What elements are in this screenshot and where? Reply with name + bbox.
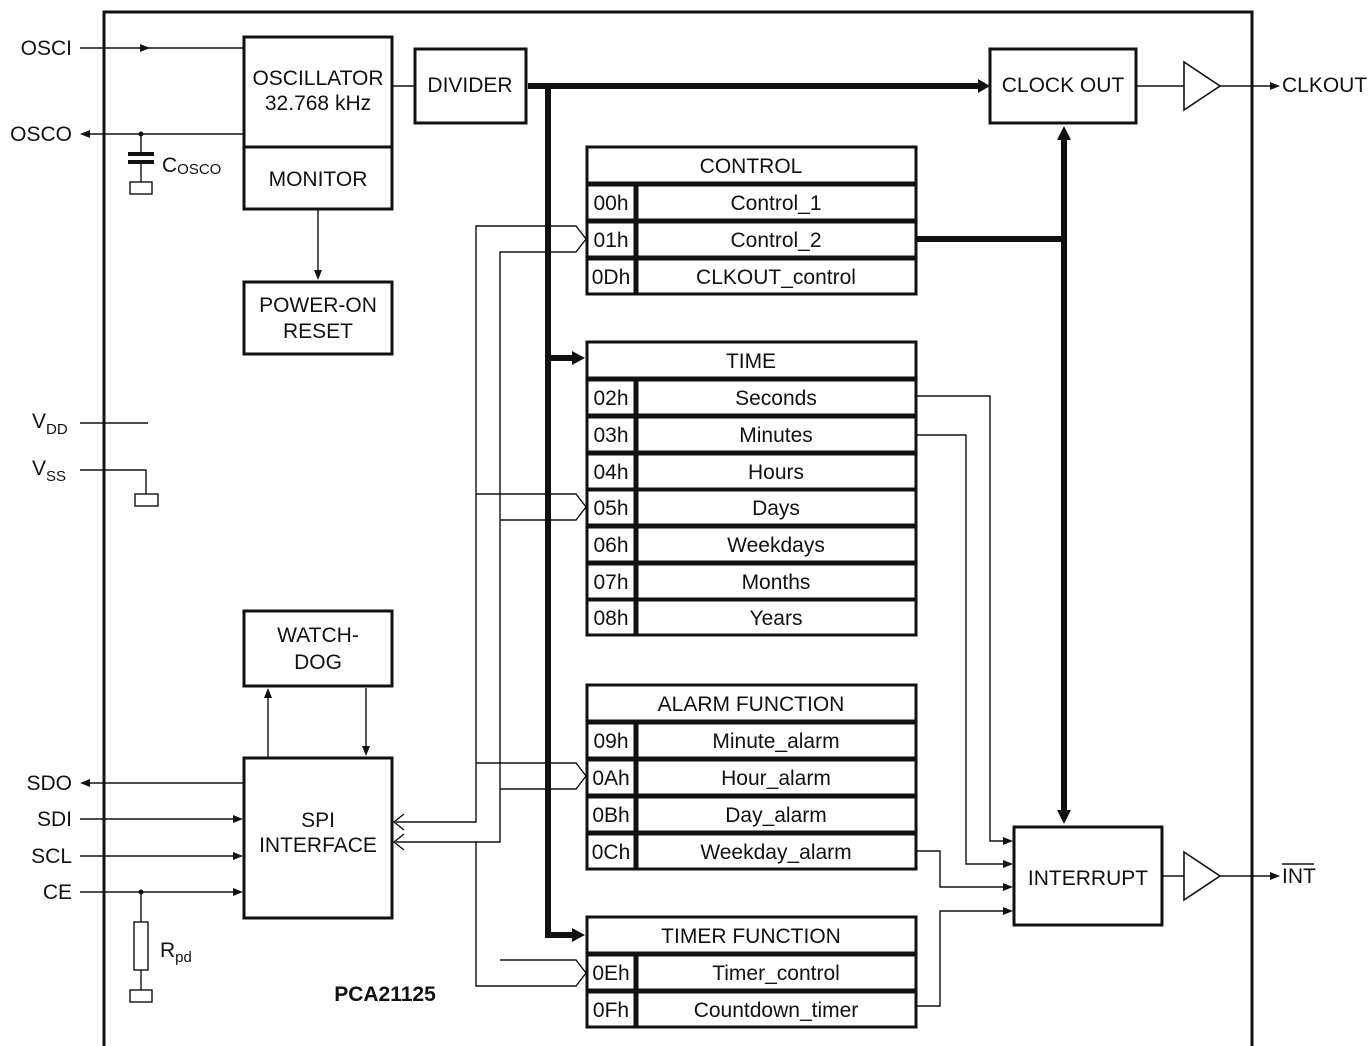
register-name: Timer_control (712, 962, 840, 985)
register-name: Hour_alarm (721, 767, 831, 790)
svg-text:INTERFACE: INTERFACE (259, 834, 377, 857)
register-name: Years (750, 607, 803, 630)
svg-text:DIVIDER: DIVIDER (427, 74, 512, 97)
register-row: 08h Years (585, 598, 918, 637)
group-title: TIME (726, 350, 776, 373)
register-row: 07h Months (585, 562, 918, 601)
register-row: 04h Hours (585, 452, 918, 491)
register-address: 05h (593, 497, 628, 520)
chip-name: PCA21125 (334, 983, 436, 1006)
register-address: 0Bh (592, 804, 629, 827)
register-address: 00h (593, 192, 628, 215)
register-name: Control_1 (730, 192, 821, 215)
register-address: 08h (593, 607, 628, 630)
register-row: 0Bh Day_alarm (585, 795, 918, 834)
connections (80, 44, 1314, 1007)
register-row: 09h Minute_alarm (585, 721, 918, 760)
register-group-control: CONTROL 00h Control_1 01h Control_2 0Dh … (585, 145, 918, 296)
register-address: 07h (593, 571, 628, 594)
divider-block: DIVIDER (413, 47, 528, 125)
register-address: 01h (593, 229, 628, 252)
register-address: 0Ah (592, 767, 629, 790)
register-address: 0Dh (592, 266, 631, 289)
register-address: 0Ch (592, 841, 631, 864)
data-bus (528, 79, 1071, 942)
register-row: 0Dh CLKOUT_control (585, 257, 918, 296)
register-name: Minutes (739, 424, 813, 447)
pin-vdd: VDD (32, 410, 68, 438)
register-address: 04h (593, 461, 628, 484)
register-name: Weekday_alarm (700, 841, 851, 864)
svg-text:RESET: RESET (283, 320, 353, 343)
oscillator-block: OSCILLATOR 32.768 kHz MONITOR (242, 35, 394, 211)
label-cosco: COSCO (162, 154, 221, 178)
svg-text:POWER-ON: POWER-ON (259, 294, 377, 317)
register-address: 02h (593, 387, 628, 410)
oscillator-label: OSCILLATOR (252, 67, 383, 90)
register-name: Weekdays (727, 534, 825, 557)
register-row: 0Eh Timer_control (585, 953, 918, 992)
register-row: 0Fh Countdown_timer (585, 990, 918, 1029)
register-row: 01h Control_2 (585, 220, 918, 259)
label-rpd: Rpd (160, 939, 192, 966)
register-row: 03h Minutes (585, 415, 918, 454)
register-address: 0Fh (593, 999, 629, 1022)
register-name: Days (752, 497, 800, 520)
register-row: 05h Days (585, 488, 918, 527)
group-title: TIMER FUNCTION (661, 925, 841, 948)
pin-osco: OSCO (10, 123, 72, 146)
svg-text:SPI: SPI (301, 809, 335, 832)
clock-out-block: CLOCK OUT (988, 47, 1138, 125)
register-name: Minute_alarm (712, 730, 839, 753)
power-on-reset-block: POWER-ON RESET (242, 280, 394, 356)
register-group-timer: TIMER FUNCTION 0Eh Timer_control 0Fh Cou… (585, 915, 918, 1029)
register-name: Control_2 (730, 229, 821, 252)
pin-sdo: SDO (26, 772, 72, 795)
oscillator-frequency: 32.768 kHz (265, 92, 371, 115)
spi-interface-block: SPI INTERFACE (242, 756, 394, 920)
interrupt-block: INTERRUPT (1012, 825, 1164, 927)
svg-text:DOG: DOG (294, 651, 342, 674)
pin-vss: VSS (32, 457, 66, 485)
register-row: 02h Seconds (585, 378, 918, 417)
register-name: Countdown_timer (694, 999, 859, 1022)
pin-clkout: CLKOUT (1282, 74, 1367, 97)
register-address: 09h (593, 730, 628, 753)
watchdog-block: WATCH- DOG (242, 609, 394, 688)
register-group-alarm: ALARM FUNCTION 09h Minute_alarm 0Ah Hour… (585, 683, 918, 871)
pin-sdi: SDI (37, 808, 72, 831)
register-name: CLKOUT_control (696, 266, 856, 289)
svg-text:WATCH-: WATCH- (277, 624, 359, 647)
register-row: 0Ah Hour_alarm (585, 758, 918, 797)
register-row: 0Ch Weekday_alarm (585, 832, 918, 871)
register-group-time: TIME 02h Seconds 03h Minutes 04h Hours 0… (585, 340, 918, 637)
register-name: Months (742, 571, 811, 594)
register-name: Seconds (735, 387, 817, 410)
register-name: Day_alarm (725, 804, 827, 827)
pin-ce: CE (43, 881, 72, 904)
svg-text:CLOCK OUT: CLOCK OUT (1002, 74, 1125, 97)
register-name: Hours (748, 461, 804, 484)
monitor-label: MONITOR (269, 168, 368, 191)
register-row: 06h Weekdays (585, 525, 918, 564)
pin-scl: SCL (31, 845, 72, 868)
pin-osci: OSCI (21, 37, 72, 60)
register-address: 03h (593, 424, 628, 447)
svg-text:INTERRUPT: INTERRUPT (1028, 867, 1148, 890)
chip-outline (102, 10, 1254, 1046)
group-title: ALARM FUNCTION (658, 693, 845, 716)
register-address: 0Eh (592, 962, 629, 985)
register-address: 06h (593, 534, 628, 557)
register-row: 00h Control_1 (585, 183, 918, 222)
group-title: CONTROL (700, 155, 803, 178)
pin-int: INT (1282, 865, 1316, 888)
